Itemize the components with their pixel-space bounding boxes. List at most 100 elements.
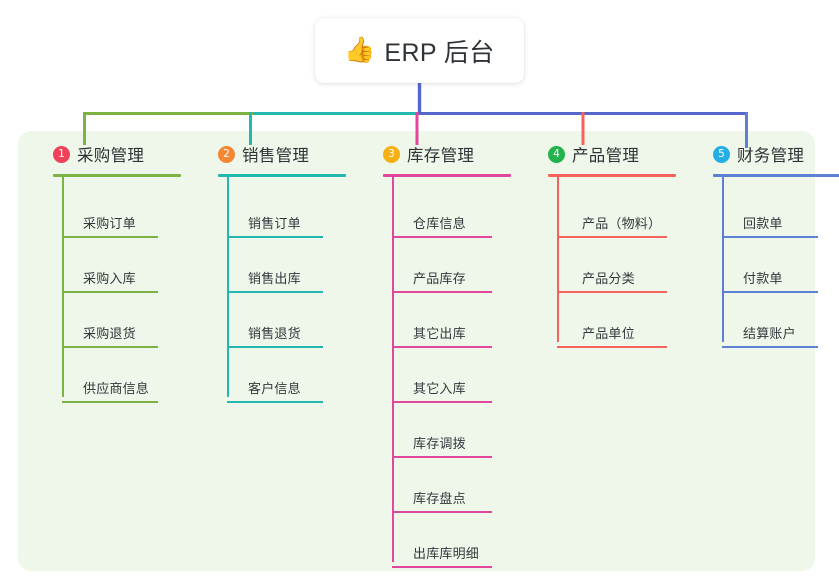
branch-item[interactable]: 库存调拨 [365, 403, 530, 458]
branch-item[interactable]: 产品库存 [365, 238, 530, 293]
branch-item-label: 仓库信息 [413, 216, 466, 231]
branch-title-3: 库存管理 [407, 147, 475, 165]
branch-title-2: 销售管理 [242, 147, 310, 165]
branch-badge-4: 4 [548, 145, 565, 163]
branch-item[interactable]: 产品（物料） [530, 183, 695, 238]
branch-item-underline [227, 401, 323, 403]
branch-underline-4 [548, 174, 676, 177]
branch-item[interactable]: 库存盘点 [365, 458, 530, 513]
branch-item-label: 产品库存 [413, 271, 466, 286]
branch-columns: 1 采购管理采购订单采购入库采购退货供应商信息 2 销售管理销售订单销售出库销售退货客… [18, 131, 839, 571]
branch-item[interactable]: 销售退货 [200, 293, 365, 348]
branch-item-underline [62, 291, 158, 293]
branch-item[interactable]: 销售订单 [200, 183, 365, 238]
branch-item[interactable]: 结算账户 [695, 293, 839, 348]
branch-item-underline [392, 346, 492, 348]
branch-items-2: 销售订单销售出库销售退货客户信息 [200, 177, 365, 403]
branch-items-3: 仓库信息产品库存其它出库其它入库库存调拨库存盘点出库库明细 [365, 177, 530, 568]
branch-item[interactable]: 出库库明细 [365, 513, 530, 568]
branch-badge-2: 2 [218, 145, 235, 163]
branch-item-label: 其它入库 [413, 381, 466, 396]
branch-item[interactable]: 供应商信息 [35, 348, 200, 403]
branch-items-5: 回款单付款单结算账户 [695, 177, 839, 348]
root-node[interactable]: 👍 ERP 后台 [315, 18, 524, 83]
branch-item-underline [62, 346, 158, 348]
branch-spine-4 [557, 177, 559, 342]
branch-items-1: 采购订单采购入库采购退货供应商信息 [35, 177, 200, 403]
branch-item-underline [227, 291, 323, 293]
branch-item-underline [62, 236, 158, 238]
branch-underline-5 [713, 174, 839, 177]
branch-item-label: 库存调拨 [413, 436, 466, 451]
branch-item-underline [227, 236, 323, 238]
branch-header-2[interactable]: 2 销售管理 [200, 131, 365, 177]
branch-item[interactable]: 付款单 [695, 238, 839, 293]
branch-header-1[interactable]: 1 采购管理 [35, 131, 200, 177]
branch-item[interactable]: 采购退货 [35, 293, 200, 348]
branch-title-1: 采购管理 [77, 147, 145, 165]
branch-item[interactable]: 采购入库 [35, 238, 200, 293]
thumbs-up-icon: 👍 [344, 36, 376, 64]
branch-column-1: 1 采购管理采购订单采购入库采购退货供应商信息 [35, 131, 200, 571]
branch-item[interactable]: 产品单位 [530, 293, 695, 348]
branch-item[interactable]: 仓库信息 [365, 183, 530, 238]
branch-item[interactable]: 其它入库 [365, 348, 530, 403]
branch-item-label: 采购入库 [83, 271, 136, 286]
branch-item[interactable]: 其它出库 [365, 293, 530, 348]
branch-item-underline [557, 291, 667, 293]
branch-item-label: 结算账户 [743, 326, 796, 341]
diagram-panel [18, 131, 815, 571]
branch-item-label: 销售退货 [248, 326, 301, 341]
branch-spine-5 [722, 177, 724, 342]
branch-item-label: 产品（物料） [582, 216, 662, 231]
branch-item-underline [392, 511, 492, 513]
branch-badge-1: 1 [53, 145, 70, 163]
branch-item-label: 产品分类 [582, 271, 635, 286]
branch-item-label: 采购退货 [83, 326, 136, 341]
branch-underline-3 [383, 174, 511, 177]
branch-item-label: 库存盘点 [413, 491, 466, 506]
branch-title-5: 财务管理 [737, 147, 805, 165]
branch-item[interactable]: 客户信息 [200, 348, 365, 403]
branch-item[interactable]: 采购订单 [35, 183, 200, 238]
branch-item-label: 回款单 [743, 216, 783, 231]
branch-item-label: 销售订单 [248, 216, 301, 231]
branch-item-label: 销售出库 [248, 271, 301, 286]
branch-item-label: 其它出库 [413, 326, 466, 341]
branch-item-underline [62, 401, 158, 403]
branch-item-label: 采购订单 [83, 216, 136, 231]
branch-item-underline [557, 236, 667, 238]
branch-item-label: 供应商信息 [83, 381, 150, 396]
branch-item-underline [557, 346, 667, 348]
branch-spine-3 [392, 177, 394, 562]
branch-item[interactable]: 回款单 [695, 183, 839, 238]
branch-header-5[interactable]: 5 财务管理 [695, 131, 839, 177]
branch-item-underline [392, 456, 492, 458]
root-title: ERP 后台 [384, 38, 495, 67]
branch-item-underline [722, 291, 818, 293]
branch-item-underline [392, 566, 492, 568]
branch-item-label: 出库库明细 [413, 546, 480, 561]
branch-item-underline [227, 346, 323, 348]
branch-items-4: 产品（物料） 产品分类产品单位 [530, 177, 695, 348]
branch-item-underline [392, 401, 492, 403]
branch-item-underline [392, 236, 492, 238]
branch-item-underline [392, 291, 492, 293]
branch-item-underline [722, 236, 818, 238]
branch-item-underline [722, 346, 818, 348]
branch-item[interactable]: 产品分类 [530, 238, 695, 293]
branch-column-2: 2 销售管理销售订单销售出库销售退货客户信息 [200, 131, 365, 571]
branch-item[interactable]: 销售出库 [200, 238, 365, 293]
branch-underline-2 [218, 174, 346, 177]
branch-item-label: 客户信息 [248, 381, 301, 396]
branch-badge-5: 5 [713, 145, 730, 163]
branch-spine-1 [62, 177, 64, 397]
branch-column-5: 5 财务管理回款单付款单结算账户 [695, 131, 839, 571]
branch-item-label: 产品单位 [582, 326, 635, 341]
branch-underline-1 [53, 174, 181, 177]
